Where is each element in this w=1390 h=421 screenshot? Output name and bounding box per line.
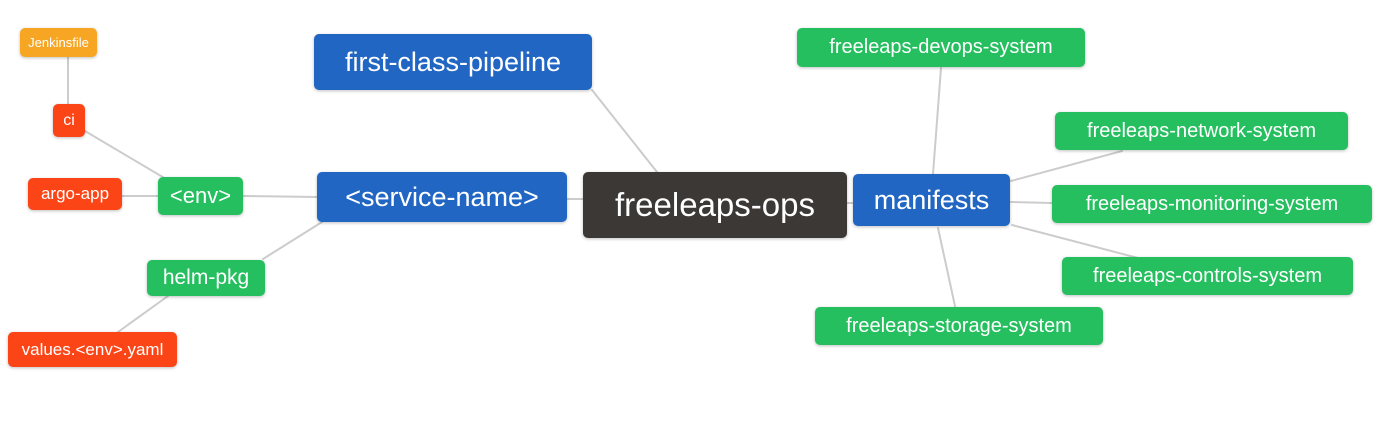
node-freeleaps-monitoring-system[interactable]: freeleaps-monitoring-system: [1052, 185, 1372, 223]
node-freeleaps-controls-system[interactable]: freeleaps-controls-system: [1062, 257, 1353, 295]
edge-manifests-devops: [932, 67, 942, 175]
edge-ci-env: [84, 130, 167, 180]
node-service-name[interactable]: <service-name>: [317, 172, 567, 222]
node-helm-pkg[interactable]: helm-pkg: [147, 260, 265, 296]
edge-pipeline-ops: [591, 89, 658, 173]
node-ci[interactable]: ci: [53, 104, 85, 137]
node-first-class-pipeline[interactable]: first-class-pipeline: [314, 34, 592, 90]
node-env[interactable]: <env>: [158, 177, 243, 215]
edge-env-service-name: [242, 195, 318, 198]
edge-manifests-controls: [1011, 224, 1139, 259]
edge-manifests-network: [1010, 150, 1123, 182]
node-argo-app[interactable]: argo-app: [28, 178, 122, 210]
node-values-env-yaml[interactable]: values.<env>.yaml: [8, 332, 177, 367]
node-jenkinsfile[interactable]: Jenkinsfile: [20, 28, 97, 57]
node-freeleaps-ops-root[interactable]: freeleaps-ops: [583, 172, 847, 238]
edge-helm-pkg-service: [262, 221, 323, 260]
edge-manifests-storage: [937, 227, 956, 307]
node-freeleaps-devops-system[interactable]: freeleaps-devops-system: [797, 28, 1085, 67]
edge-manifests-monitoring: [1010, 201, 1053, 204]
node-freeleaps-network-system[interactable]: freeleaps-network-system: [1055, 112, 1348, 150]
edge-values-helm-pkg: [117, 295, 169, 333]
node-freeleaps-storage-system[interactable]: freeleaps-storage-system: [815, 307, 1103, 345]
node-manifests[interactable]: manifests: [853, 174, 1010, 226]
